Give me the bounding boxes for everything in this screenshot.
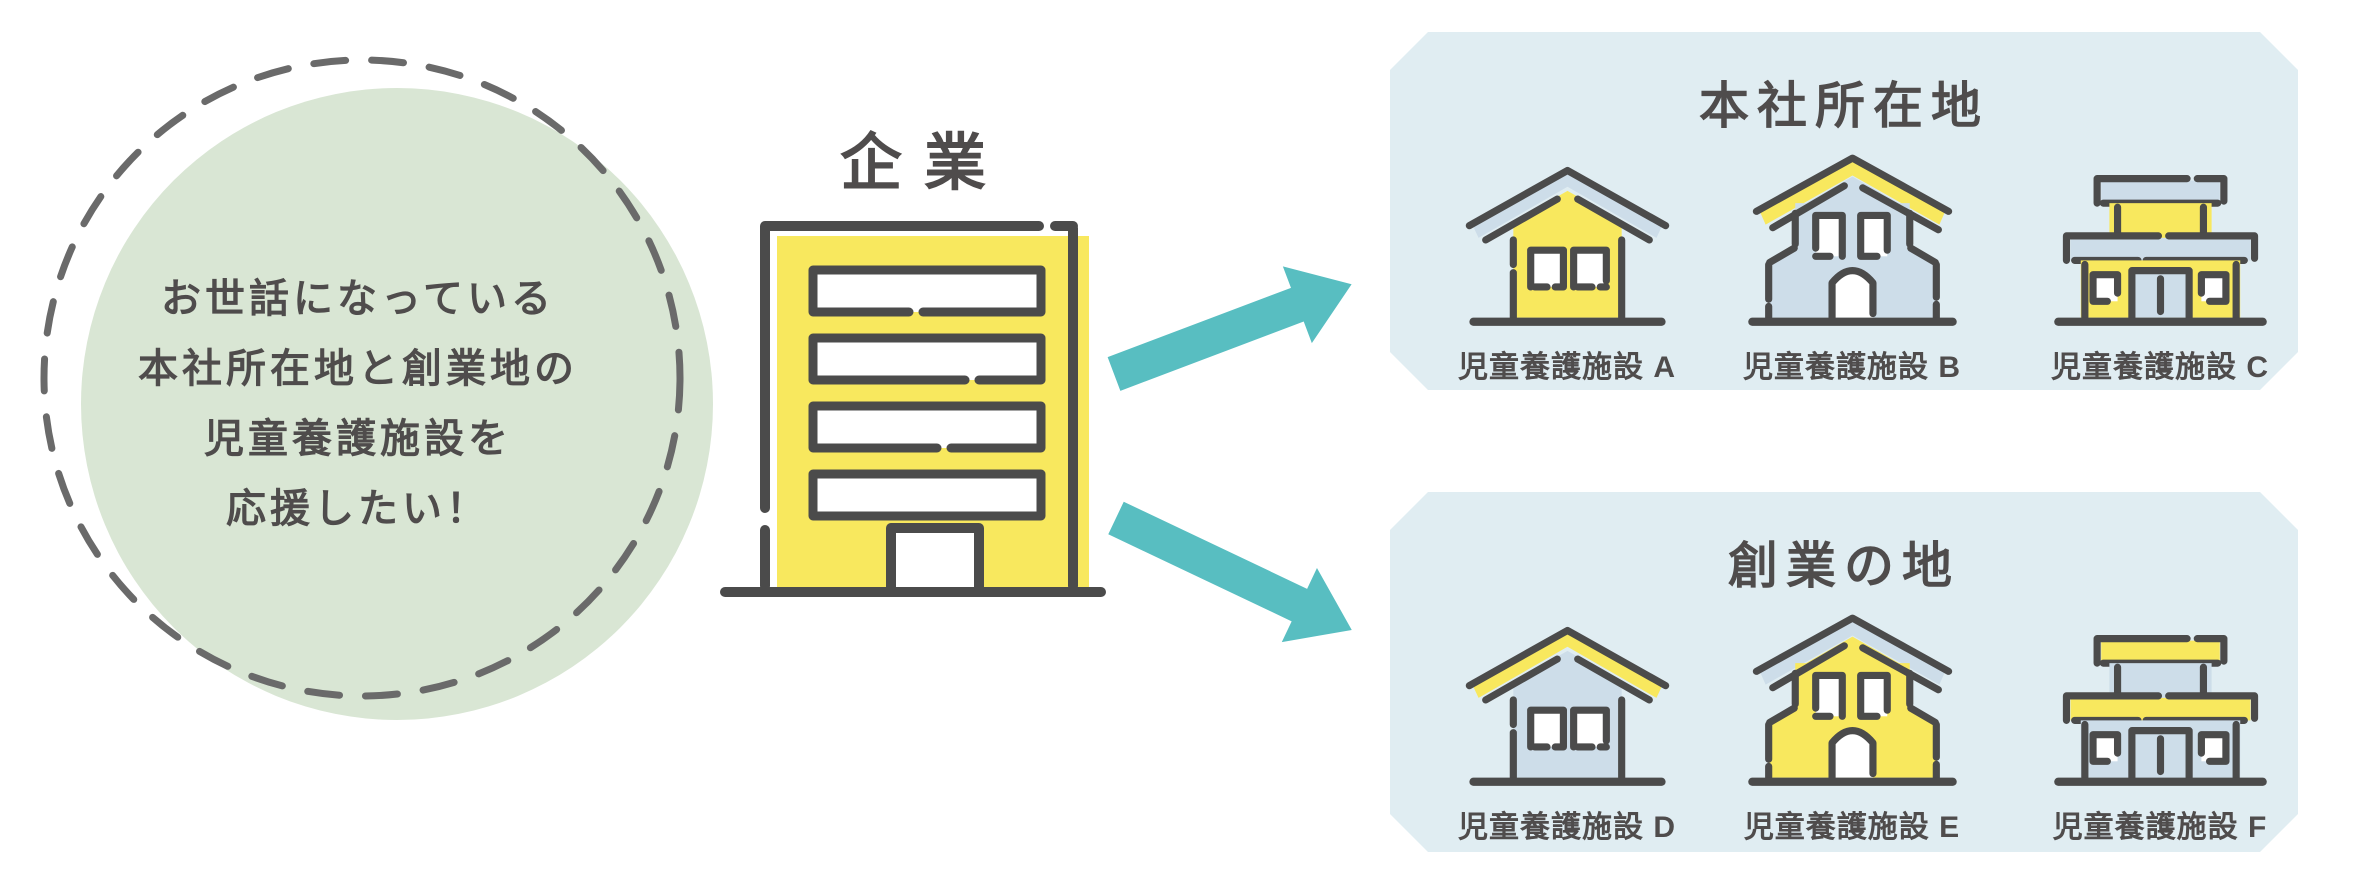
arrow-to-founding-icon [1108, 501, 1352, 643]
bubble-dashed-border [40, 56, 684, 700]
bubble-line: お世話になっている [161, 277, 555, 321]
facility-label: 児童養護施設 B [1743, 351, 1961, 384]
panel-founding-title: 創業の地 [1728, 538, 1960, 594]
house-icon [1455, 150, 1680, 334]
panel-headquarters-title: 本社所在地 [1699, 78, 1989, 134]
panel-founding: 創業の地 児童養護施設 D 児童養護施設 E 児童養護施設 F [1390, 492, 2298, 852]
panel-headquarters: 本社所在地 児童養護施設 A 児童養護施設 B 児童養護施設 C [1390, 32, 2298, 390]
facility-label: 児童養護施設 D [1458, 811, 1676, 844]
facility-label: 児童養護施設 A [1458, 351, 1676, 384]
bubble-line: 児童養護施設を [204, 417, 512, 461]
shop-icon [2048, 610, 2273, 794]
facility-d: 児童養護施設 D [1450, 610, 1684, 846]
church-icon [1740, 610, 1965, 794]
bubble-fill-circle [81, 88, 713, 720]
facility-f: 児童養護施設 F [2038, 610, 2282, 846]
facility-b: 児童養護施設 B [1735, 150, 1969, 386]
facility-label: 児童養護施設 E [1743, 811, 1961, 844]
company-building-icon [720, 221, 1106, 597]
arrow-to-headquarters-icon [1107, 266, 1352, 391]
bubble-line: 本社所在地と創業地の [138, 347, 578, 391]
facility-c: 児童養護施設 C [2038, 150, 2282, 386]
bubble-line: 応援したい！ [226, 487, 490, 531]
company-title: 企業 [839, 129, 1008, 198]
facility-a: 児童養護施設 A [1450, 150, 1684, 386]
church-icon [1740, 150, 1965, 334]
facility-e: 児童養護施設 E [1735, 610, 1969, 846]
shop-icon [2048, 150, 2273, 334]
facility-label: 児童養護施設 F [2052, 811, 2268, 844]
bubble-text: お世話になっている 本社所在地と創業地の 児童養護施設を 応援したい！ [58, 264, 658, 544]
facility-label: 児童養護施設 C [2051, 351, 2269, 384]
wish-bubble: お世話になっている 本社所在地と創業地の 児童養護施設を 応援したい！ [0, 0, 770, 770]
house-icon [1455, 610, 1680, 794]
